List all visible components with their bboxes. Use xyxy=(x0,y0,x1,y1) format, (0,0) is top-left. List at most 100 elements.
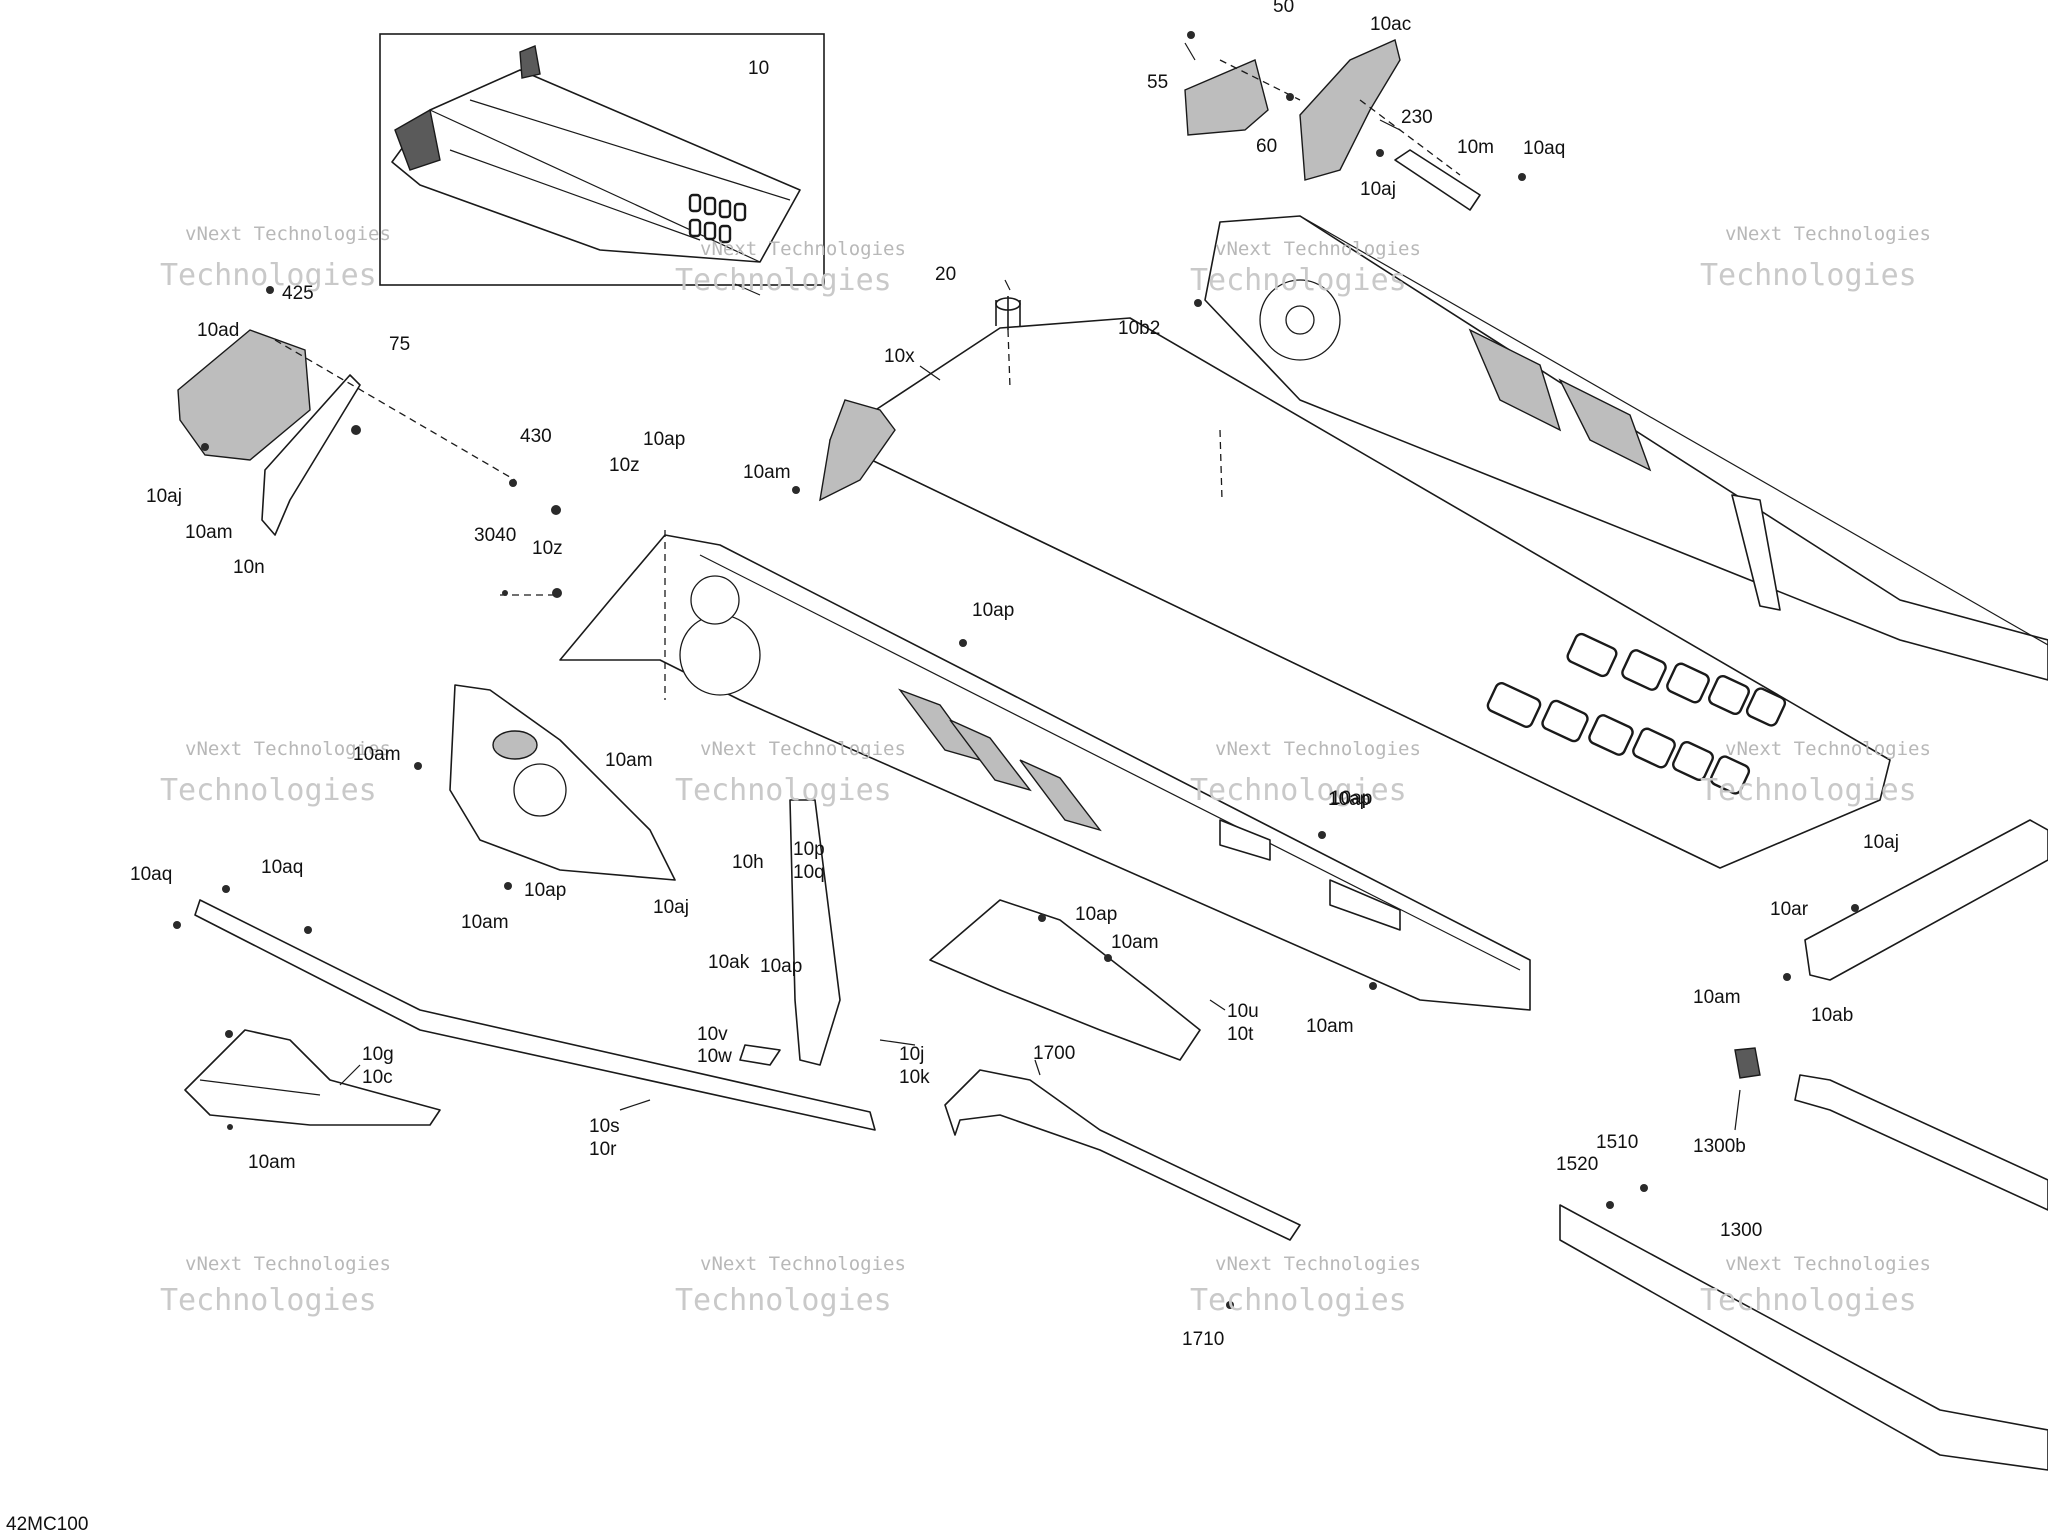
callout-20[interactable]: 20 xyxy=(935,264,956,285)
callout-1700[interactable]: 1700 xyxy=(1033,1043,1075,1064)
watermark-line1: vNext Technologies xyxy=(185,738,391,760)
callout-10ar[interactable]: 10ar xyxy=(1770,899,1809,920)
callout-10z[interactable]: 10z xyxy=(609,455,640,476)
callout-10n[interactable]: 10n xyxy=(233,557,265,578)
callout-10aq[interactable]: 10aq xyxy=(1523,138,1565,159)
front-mid-bracket xyxy=(929,899,1201,1061)
callout-10k[interactable]: 10k xyxy=(899,1067,930,1088)
callout-60[interactable]: 60 xyxy=(1256,136,1277,157)
leader-lines xyxy=(339,42,1741,1131)
assembly-lines xyxy=(274,59,1461,700)
callout-425[interactable]: 425 xyxy=(282,283,314,304)
callout-10ak[interactable]: 10ak xyxy=(708,952,750,973)
callout-75[interactable]: 75 xyxy=(389,334,410,355)
watermark-line1: vNext Technologies xyxy=(185,223,391,245)
watermark-line2: Technologies xyxy=(675,773,892,808)
callout-3040[interactable]: 3040 xyxy=(474,525,516,546)
watermark-line2: Technologies xyxy=(1190,1283,1407,1318)
callout-10am[interactable]: 10am xyxy=(743,462,791,483)
callout-10t[interactable]: 10t xyxy=(1227,1024,1254,1045)
callout-10ap[interactable]: 10ap xyxy=(1330,788,1372,809)
callout-10w[interactable]: 10w xyxy=(697,1046,732,1067)
callout-10s[interactable]: 10s xyxy=(589,1116,620,1137)
callout-labels: 10 50 10ac 55 60 230 10m 10aq 10aj 425 1… xyxy=(130,0,1899,1350)
watermark-line2: Technologies xyxy=(1700,1283,1917,1318)
watermark-line1: vNext Technologies xyxy=(1725,1253,1931,1275)
inset-frame-assembly xyxy=(379,33,825,286)
tunnel-top-plate xyxy=(819,296,1891,869)
top-right-small-parts xyxy=(1184,39,1481,211)
tunnel-vent-slots xyxy=(1486,632,1787,795)
callout-10ap[interactable]: 10ap xyxy=(643,429,685,450)
callout-10ad[interactable]: 10ad xyxy=(197,320,239,341)
callout-10aq[interactable]: 10aq xyxy=(261,857,303,878)
callout-10am[interactable]: 10am xyxy=(248,1152,296,1173)
callout-10am[interactable]: 10am xyxy=(605,750,653,771)
lower-left-arm xyxy=(184,1029,441,1126)
callout-1300[interactable]: 1300 xyxy=(1720,1220,1762,1241)
right-side-panel xyxy=(1204,215,2048,681)
callout-10u[interactable]: 10u xyxy=(1227,1001,1259,1022)
callout-10ap[interactable]: 10ap xyxy=(524,880,566,901)
watermark-line2: Technologies xyxy=(160,258,377,293)
callout-10x[interactable]: 10x xyxy=(884,346,915,367)
callout-10am[interactable]: 10am xyxy=(461,912,509,933)
callout-1510[interactable]: 1510 xyxy=(1596,1132,1638,1153)
callout-10q[interactable]: 10q xyxy=(793,862,825,883)
watermark-line1: vNext Technologies xyxy=(185,1253,391,1275)
callout-10aj[interactable]: 10aj xyxy=(653,897,689,918)
callout-1520[interactable]: 1520 xyxy=(1556,1154,1598,1175)
watermark-line1: vNext Technologies xyxy=(1215,738,1421,760)
callout-430[interactable]: 430 xyxy=(520,426,552,447)
callout-10am[interactable]: 10am xyxy=(1693,987,1741,1008)
callout-10v[interactable]: 10v xyxy=(697,1024,728,1045)
callout-10ap[interactable]: 10ap xyxy=(972,600,1014,621)
running-board-lower xyxy=(1559,1047,2048,1471)
callout-10b2[interactable]: 10b2 xyxy=(1118,318,1160,339)
callout-10ap[interactable]: 10ap xyxy=(760,956,802,977)
right-rail-bracket xyxy=(1804,819,2048,981)
slide-rail xyxy=(944,1069,1301,1241)
callout-1710[interactable]: 1710 xyxy=(1182,1329,1224,1350)
callout-10m[interactable]: 10m xyxy=(1457,137,1494,158)
watermarks: vNext Technologies Technologies vNext Te… xyxy=(160,223,1931,1318)
callout-10z[interactable]: 10z xyxy=(532,538,563,559)
callout-1300b[interactable]: 1300b xyxy=(1693,1136,1746,1157)
callout-10c[interactable]: 10c xyxy=(362,1067,393,1088)
callout-10ab[interactable]: 10ab xyxy=(1811,1005,1853,1026)
callout-10aj[interactable]: 10aj xyxy=(1360,179,1396,200)
front-left-bracket-plate xyxy=(449,684,676,881)
watermark-line2: Technologies xyxy=(675,263,892,298)
watermark-line1: vNext Technologies xyxy=(1725,223,1931,245)
callout-50[interactable]: 50 xyxy=(1273,0,1294,17)
callout-10am[interactable]: 10am xyxy=(1111,932,1159,953)
inset-slot-row xyxy=(688,193,747,244)
callout-230[interactable]: 230 xyxy=(1401,107,1433,128)
watermark-line1: vNext Technologies xyxy=(1215,238,1421,260)
callout-10aj[interactable]: 10aj xyxy=(146,486,182,507)
callout-10ap[interactable]: 10ap xyxy=(1328,789,1370,810)
callout-10h[interactable]: 10h xyxy=(732,852,764,873)
callout-10aj[interactable]: 10aj xyxy=(1863,832,1899,853)
watermark-line2: Technologies xyxy=(1700,258,1917,293)
callout-10ac[interactable]: 10ac xyxy=(1370,14,1411,35)
watermark-line2: Technologies xyxy=(160,1283,377,1318)
hardware-fasteners xyxy=(173,31,1859,1309)
callout-10am[interactable]: 10am xyxy=(353,744,401,765)
callout-10j[interactable]: 10j xyxy=(899,1044,924,1065)
callout-10p[interactable]: 10p xyxy=(793,839,825,860)
watermark-line2: Technologies xyxy=(1190,263,1407,298)
callout-10am[interactable]: 10am xyxy=(1306,1016,1354,1037)
callout-10am[interactable]: 10am xyxy=(185,522,233,543)
long-rail-strip xyxy=(194,899,876,1131)
callout-10[interactable]: 10 xyxy=(748,58,769,79)
callout-10aq[interactable]: 10aq xyxy=(130,864,172,885)
watermark-line1: vNext Technologies xyxy=(700,1253,906,1275)
watermark-line2: Technologies xyxy=(1190,773,1407,808)
center-bracket xyxy=(739,799,841,1066)
callout-55[interactable]: 55 xyxy=(1147,72,1168,93)
callout-10g[interactable]: 10g xyxy=(362,1044,394,1065)
callout-10ap[interactable]: 10ap xyxy=(1075,904,1117,925)
callout-10r[interactable]: 10r xyxy=(589,1139,617,1160)
